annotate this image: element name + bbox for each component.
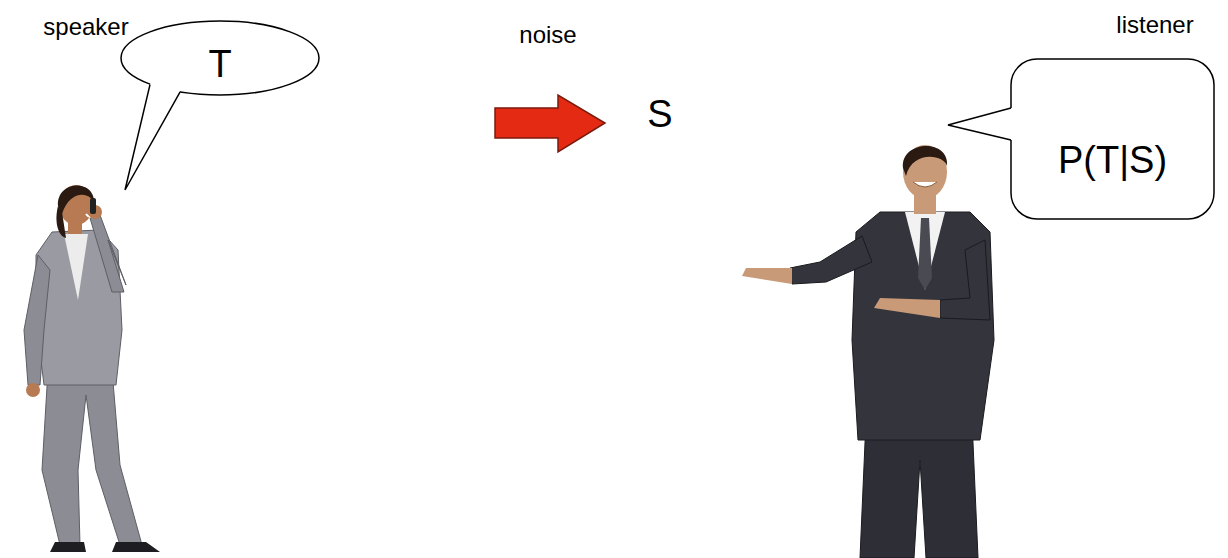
bubble-tail-fill [948,108,1014,140]
signal-label: S [647,93,672,136]
speaker-label: speaker [43,13,128,41]
listener-label: listener [1116,11,1193,39]
bubble-text: P(T|S) [1058,139,1167,183]
speech-bubble: T [120,20,320,96]
speaker-figure [24,185,160,552]
bubble-text: T [208,43,231,87]
bubble-tail [948,108,1011,140]
listener-figure [742,145,994,558]
noise-arrow [495,95,605,152]
thought-bubble-outline [1010,58,1215,220]
thought-bubble: P(T|S) [1010,58,1215,220]
bubble-tail [125,85,180,190]
bubble-rect [1011,59,1214,219]
bubble-tail-fill [125,79,180,190]
noise-label: noise [519,21,576,49]
